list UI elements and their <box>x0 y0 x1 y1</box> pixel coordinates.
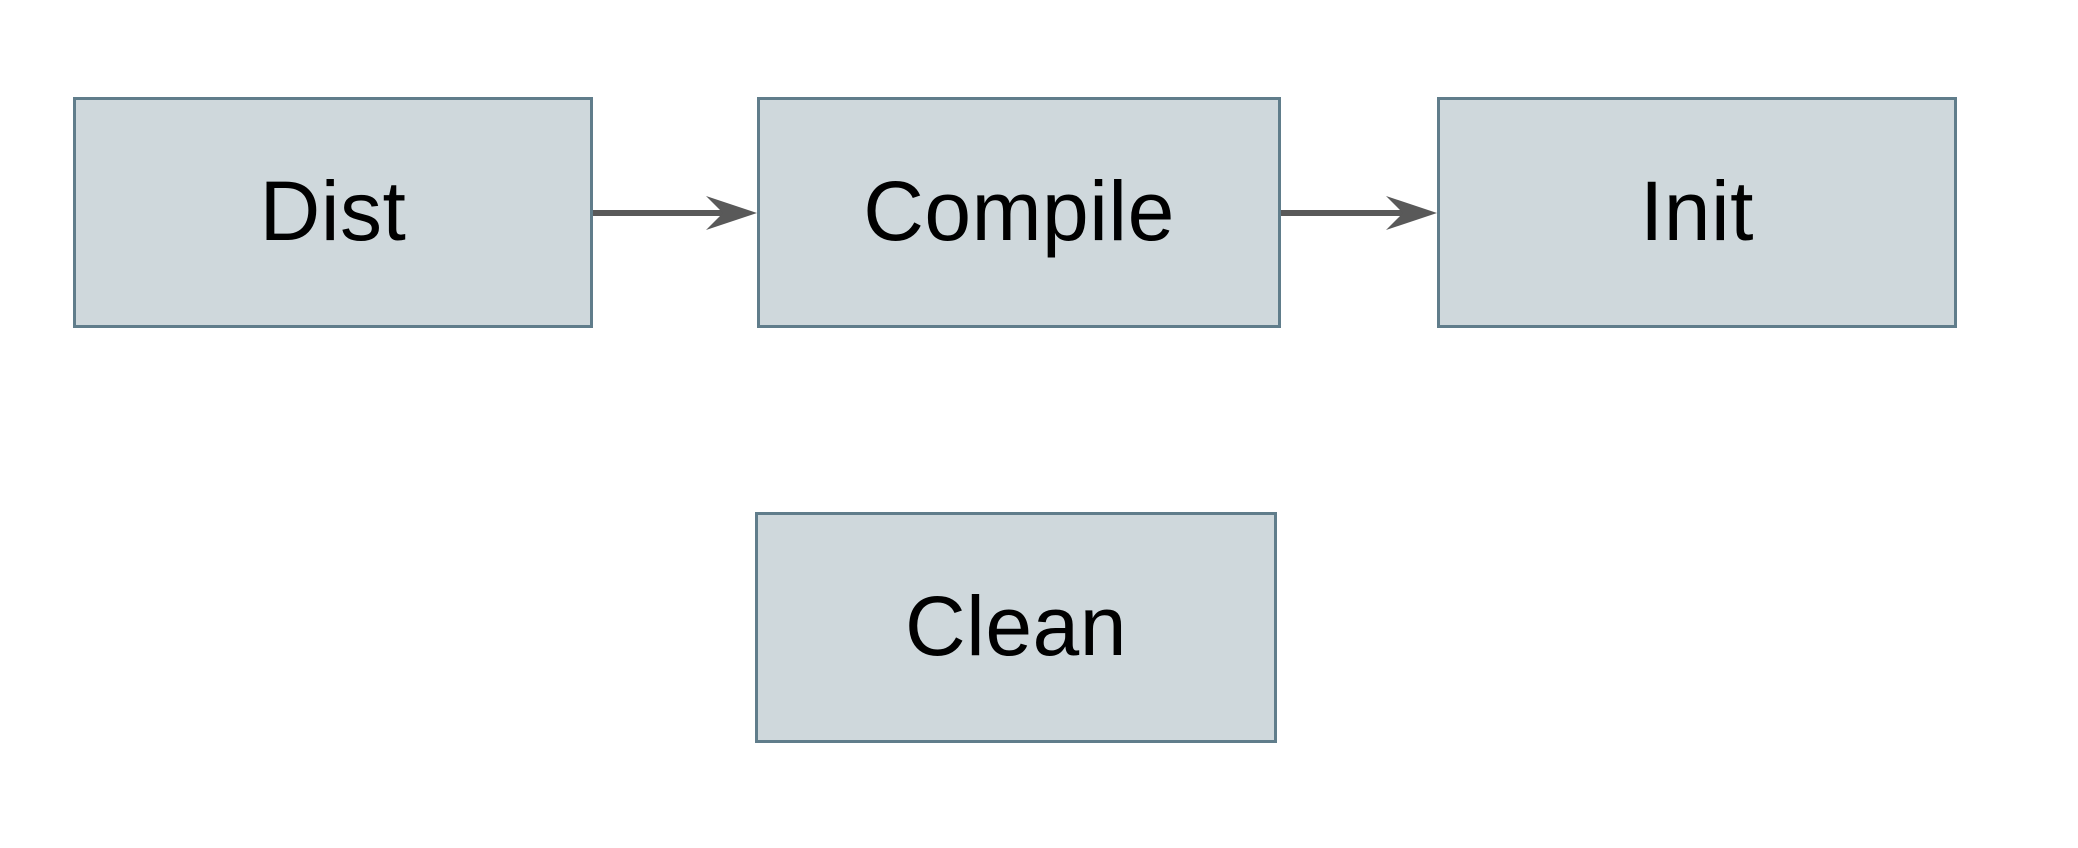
node-dist-label: Dist <box>259 163 407 258</box>
node-init: Init <box>1437 97 1957 328</box>
node-clean-label: Clean <box>905 578 1127 673</box>
node-dist: Dist <box>73 97 593 328</box>
arrow-dist-to-compile-icon <box>593 196 757 230</box>
node-clean: Clean <box>755 512 1277 743</box>
node-compile: Compile <box>757 97 1281 328</box>
arrow-compile-to-init-icon <box>1281 196 1437 230</box>
node-init-label: Init <box>1639 163 1755 258</box>
node-compile-label: Compile <box>863 163 1175 258</box>
